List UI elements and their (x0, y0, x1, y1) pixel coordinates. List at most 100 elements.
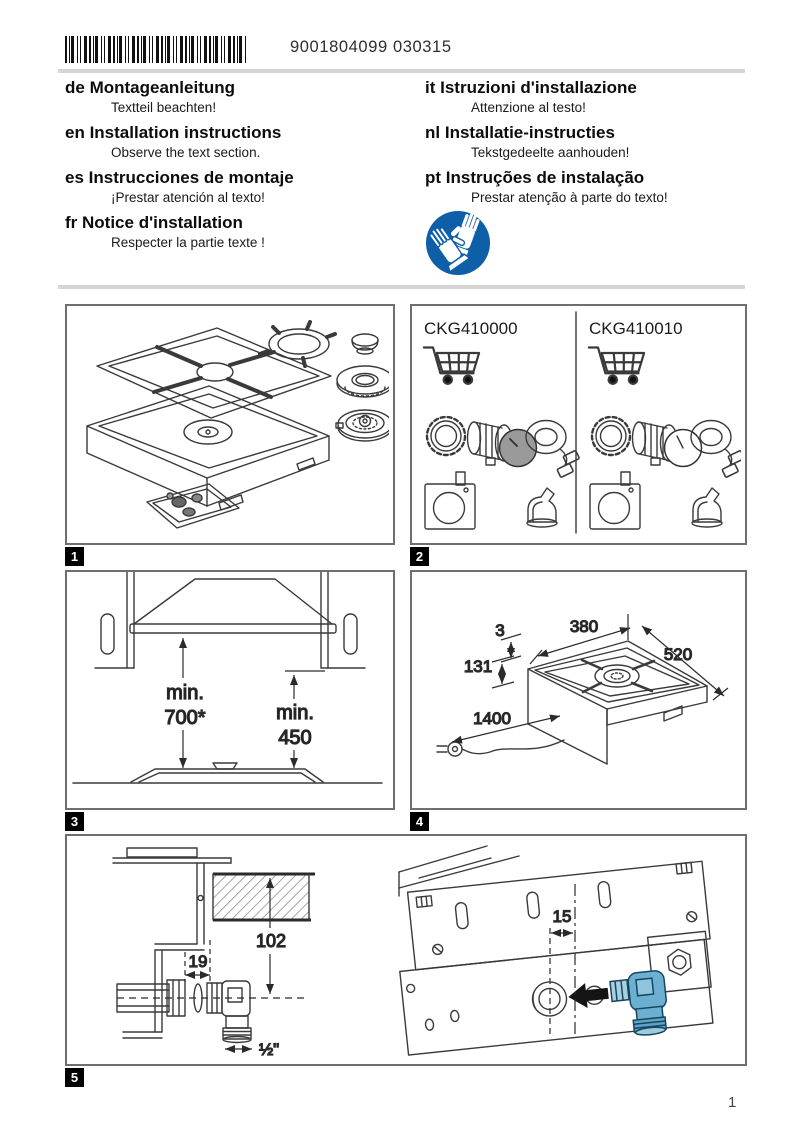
figure-5-label: 5 (65, 1068, 84, 1087)
page-number: 1 (728, 1094, 737, 1111)
cable (525, 419, 580, 478)
figure-4-drawing: 3 131 380 520 1400 (436, 614, 729, 765)
cart-icon (422, 346, 481, 385)
language-code: nl (425, 123, 441, 142)
dim-depth: 520 (641, 625, 729, 701)
language-title: Notice d'installation (82, 213, 243, 232)
elbow-cover (526, 487, 558, 528)
svg-text:min.: min. (166, 682, 204, 704)
figure-3-box: min. 700* min. 450 (65, 570, 395, 810)
language-note: Observe the text section. (111, 145, 261, 160)
divider-rule-top (58, 69, 745, 73)
svg-text:380: 380 (570, 617, 598, 636)
language-fr: fr Notice d'installation Respecter la pa… (65, 213, 410, 251)
model-number-left: CKG410000 (424, 319, 518, 338)
control-knob (631, 421, 703, 468)
dim-hood-clearance: min. 700* (164, 638, 206, 768)
dim-side-offset: 15 (549, 884, 576, 1038)
extractor-hood (129, 578, 337, 634)
language-code: fr (65, 213, 78, 232)
cart-icon (587, 346, 646, 385)
language-nl: nl Installatie-instructies Tekstgedeelte… (425, 123, 755, 161)
elbow-cover (691, 487, 723, 528)
svg-text:131: 131 (464, 657, 492, 676)
language-title: Montageanleitung (89, 78, 236, 97)
svg-text:15: 15 (553, 907, 572, 926)
language-title: Instrucciones de montaje (88, 168, 294, 187)
rear-panel-assembly (399, 860, 714, 1056)
barcode (65, 36, 247, 63)
svg-text:450: 450 (278, 727, 311, 749)
language-title: Istruzioni d'installazione (440, 78, 637, 97)
figure-5-drawing: 102 19 ½" (112, 845, 714, 1060)
figure-4-label: 4 (410, 812, 429, 831)
control-knob (466, 421, 538, 468)
power-cable-and-plug (436, 739, 565, 757)
language-note: Textteil beachten! (111, 100, 217, 115)
burner-ring (336, 365, 394, 398)
language-note: Respecter la partie texte ! (111, 235, 265, 250)
language-code: es (65, 168, 84, 187)
language-title: Installation instructions (89, 123, 282, 142)
dim-rim-height: 3 (495, 620, 522, 663)
language-column-left: de Montageanleitung Textteil beachten! e… (65, 78, 410, 258)
barcode-number: 9001804099 030315 (290, 38, 452, 56)
hob-profile (72, 762, 383, 784)
language-it: it Istruzioni d'installazione Attenzione… (425, 78, 755, 116)
svg-text:102: 102 (256, 931, 286, 951)
language-note: Attenzione al testo! (471, 100, 586, 115)
dim-cable-length: 1400 (451, 708, 561, 744)
ring-nut (590, 415, 632, 457)
hob-cross-section (112, 847, 232, 1039)
svg-text:½": ½" (259, 1040, 279, 1059)
language-note: Tekstgedeelte aanhouden! (471, 145, 630, 160)
hob-underside-tray (398, 845, 520, 897)
blue-elbow-fitting (609, 970, 668, 1036)
ring-nut (425, 415, 467, 457)
language-code: en (65, 123, 85, 142)
gas-pipe (116, 979, 186, 1017)
svg-text:1400: 1400 (473, 709, 511, 728)
wear-gloves-icon (424, 209, 492, 277)
language-column-right: it Istruzioni d'installazione Attenzione… (425, 78, 755, 213)
language-pt: pt Instruções de instalação Prestar aten… (425, 168, 755, 206)
language-code: pt (425, 168, 442, 187)
language-note: ¡Prestar atención al texto! (111, 190, 265, 205)
language-code: it (425, 78, 436, 97)
figure-4-box: 3 131 380 520 1400 (410, 570, 747, 810)
elbow-fitting-section (206, 980, 252, 1044)
language-title: Instruções de instalação (445, 168, 645, 187)
model-number-right: CKG410010 (589, 319, 683, 338)
figure-3-label: 3 (65, 812, 84, 831)
dim-body-height: 131 (463, 655, 515, 689)
mounting-bracket (589, 471, 641, 530)
language-note: Prestar atenção à parte do texto! (471, 190, 668, 205)
gas-inlet-nut (531, 981, 568, 1017)
svg-text:700*: 700* (164, 707, 205, 729)
figure-3-drawing: min. 700* min. 450 (72, 571, 383, 784)
figure-1-label: 1 (65, 547, 84, 566)
kit-ckg410010: CKG410010 (587, 319, 745, 530)
dim-width: 380 (529, 614, 631, 665)
burner-base (335, 409, 393, 442)
left-cabinet (94, 571, 135, 669)
figure-1-drawing (86, 320, 394, 529)
divider-rule-middle (58, 285, 745, 289)
kit-ckg410000: CKG410000 (422, 319, 580, 530)
figure-2-label: 2 (410, 547, 429, 566)
dim-depth-below-worktop: 102 (255, 878, 287, 994)
burner-cap (351, 333, 379, 355)
svg-text:min.: min. (276, 702, 314, 724)
cable (690, 419, 745, 478)
svg-text:19: 19 (189, 952, 208, 971)
svg-text:3: 3 (495, 621, 504, 640)
figure-5-box: 102 19 ½" (65, 834, 747, 1066)
dim-pipe-offset: 19 (184, 940, 211, 982)
svg-text:520: 520 (664, 645, 692, 664)
language-code: de (65, 78, 85, 97)
mounting-bracket (424, 471, 476, 530)
language-title: Installatie-instructies (444, 123, 615, 142)
dim-thread-size: ½" (225, 1039, 280, 1060)
figure-1-box (65, 304, 395, 545)
